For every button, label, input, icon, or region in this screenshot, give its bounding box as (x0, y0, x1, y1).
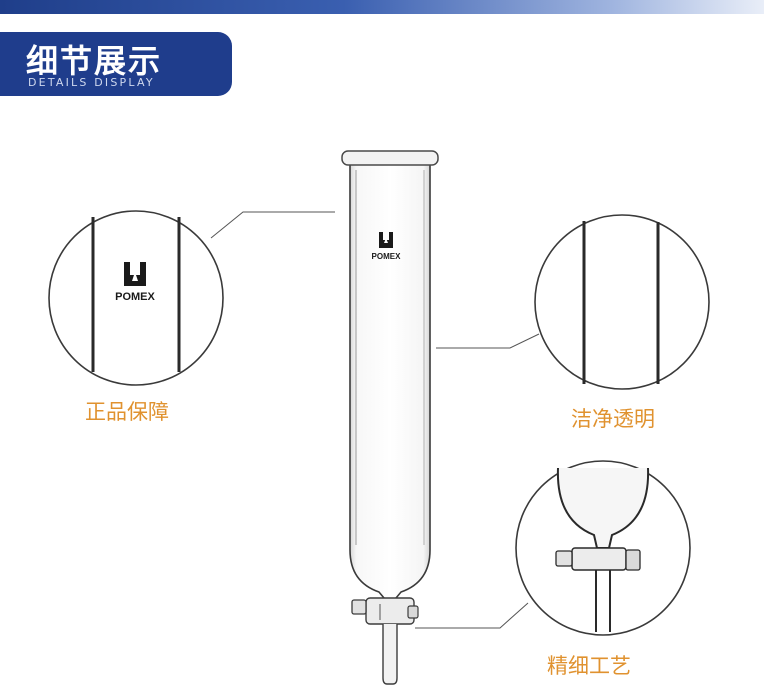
detail-circle-clean (534, 214, 710, 390)
drain-tip (382, 624, 398, 685)
feature-label-craft: 精细工艺 (547, 654, 631, 678)
section-title: 细节展示 (26, 42, 163, 80)
detail-circle-craft (515, 460, 691, 636)
leader-line-logo (210, 211, 335, 239)
pomex-logo-enlarged (124, 262, 146, 286)
section-subtitle: DETAILS DISPLAY (28, 76, 155, 89)
chromatography-column: POMEX (341, 150, 439, 685)
feature-label-clean: 洁净透明 (571, 407, 655, 431)
detail-circle-logo: POMEX (48, 210, 224, 386)
enlarged-brand-text: POMEX (115, 291, 155, 303)
column-top-rim (341, 150, 439, 166)
pomex-logo (379, 232, 393, 248)
leader-line-clean (436, 333, 540, 349)
stopcock-valve (351, 597, 419, 625)
top-gradient-bar (0, 0, 764, 14)
feature-label-genuine: 正品保障 (85, 400, 169, 424)
leader-line-craft (415, 602, 529, 629)
section-header-badge: 细节展示 DETAILS DISPLAY (0, 32, 232, 96)
tube-brand-text: POMEX (372, 252, 402, 261)
